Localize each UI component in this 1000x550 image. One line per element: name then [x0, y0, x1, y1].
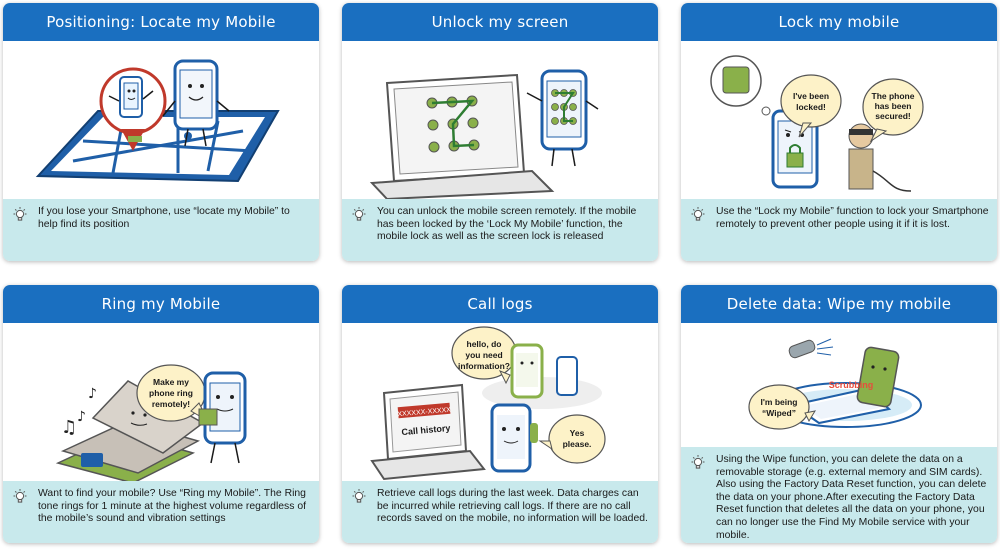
- lightbulb-icon: [13, 489, 27, 503]
- card-title: Call logs: [342, 285, 658, 323]
- bubble-text: I'm being: [761, 397, 798, 407]
- bubble-text: The phone: [872, 91, 915, 101]
- bubble-text: I've been: [793, 91, 829, 101]
- lock-phone-icon: I've been locked! The phone has been sec…: [710, 55, 924, 192]
- bubble-text: “Wiped”: [762, 408, 796, 418]
- card-title: Ring my Mobile: [3, 285, 319, 323]
- bubble-text: locked!: [796, 102, 826, 112]
- card-description: Use the “Lock my Mobile” function to loc…: [681, 199, 997, 261]
- lightbulb-icon: [691, 455, 705, 469]
- card-title: Unlock my screen: [342, 3, 658, 41]
- laptop-unlock-icon: [369, 69, 599, 199]
- wipe-phone-icon: Scrubbing I'm being “Wiped”: [748, 338, 922, 430]
- unlock-illustration: [342, 41, 658, 199]
- card-description: If you lose your Smartphone, use “locate…: [3, 199, 319, 261]
- card-title: Positioning: Locate my Mobile: [3, 3, 319, 41]
- bubble-text: information?: [458, 361, 510, 371]
- card-ring-my-mobile: Ring my Mobile ♫ ♪ ♪ Make my phone ring …: [3, 285, 319, 543]
- description-text: Using the Wipe function, you can delete …: [716, 454, 987, 541]
- description-text: Want to find your mobile? Use “Ring my M…: [38, 488, 306, 525]
- bubble-text: Yes: [570, 428, 585, 438]
- card-description: Using the Wipe function, you can delete …: [681, 447, 997, 543]
- ring-phone-icon: ♫ ♪ ♪ Make my phone ring remotely!: [55, 364, 247, 481]
- description-text: Retrieve call logs during the last week.…: [377, 488, 648, 525]
- bubble-text: has been: [875, 101, 912, 111]
- masked-number: XXXXXX-XXXXX: [397, 407, 451, 419]
- description-text: You can unlock the mobile screen remotel…: [377, 206, 637, 243]
- card-title: Lock my mobile: [681, 3, 997, 41]
- bubble-text: you need: [465, 350, 502, 360]
- lightbulb-icon: [13, 207, 27, 221]
- card-wipe-my-mobile: Delete data: Wipe my mobile Scrubbing: [681, 285, 997, 543]
- lightbulb-icon: [691, 207, 705, 221]
- music-note-icon: ♫: [61, 417, 77, 438]
- description-text: Use the “Lock my Mobile” function to loc…: [716, 206, 989, 230]
- lightbulb-icon: [352, 489, 366, 503]
- card-description: Retrieve call logs during the last week.…: [342, 481, 658, 543]
- bubble-text: hello, do: [467, 339, 502, 349]
- call-logs-illustration: hello, do you need information? XXXXXX-X…: [342, 323, 658, 481]
- bubble-text: Make my: [153, 377, 189, 387]
- ring-illustration: ♫ ♪ ♪ Make my phone ring remotely!: [3, 323, 319, 481]
- call-logs-icon: hello, do you need information? XXXXXX-X…: [370, 326, 606, 481]
- bubble-text: secured!: [875, 111, 911, 121]
- card-title: Delete data: Wipe my mobile: [681, 285, 997, 323]
- bubble-text: remotely!: [152, 399, 190, 409]
- description-text: If you lose your Smartphone, use “locate…: [38, 206, 290, 230]
- card-locate-my-mobile: Positioning: Locate my Mobile: [3, 3, 319, 261]
- locate-illustration: [3, 41, 319, 199]
- music-note-icon: ♪: [77, 409, 86, 425]
- music-note-icon: ♪: [88, 386, 97, 402]
- wipe-illustration: Scrubbing I'm being “Wiped”: [681, 323, 997, 447]
- lock-illustration: I've been locked! The phone has been sec…: [681, 41, 997, 199]
- bubble-text: phone ring: [149, 388, 193, 398]
- card-unlock-my-screen: Unlock my screen: [342, 3, 658, 261]
- card-lock-my-mobile: Lock my mobile I've been locked!: [681, 3, 997, 261]
- scrubbing-label: Scrubbing: [829, 380, 874, 390]
- card-description: Want to find your mobile? Use “Ring my M…: [3, 481, 319, 543]
- call-history-label: Call history: [401, 423, 451, 437]
- bubble-text: please.: [563, 439, 592, 449]
- map-phone-icon: [35, 59, 280, 183]
- card-description: You can unlock the mobile screen remotel…: [342, 199, 658, 261]
- lightbulb-icon: [352, 207, 366, 221]
- card-call-logs: Call logs hello, do you need information…: [342, 285, 658, 543]
